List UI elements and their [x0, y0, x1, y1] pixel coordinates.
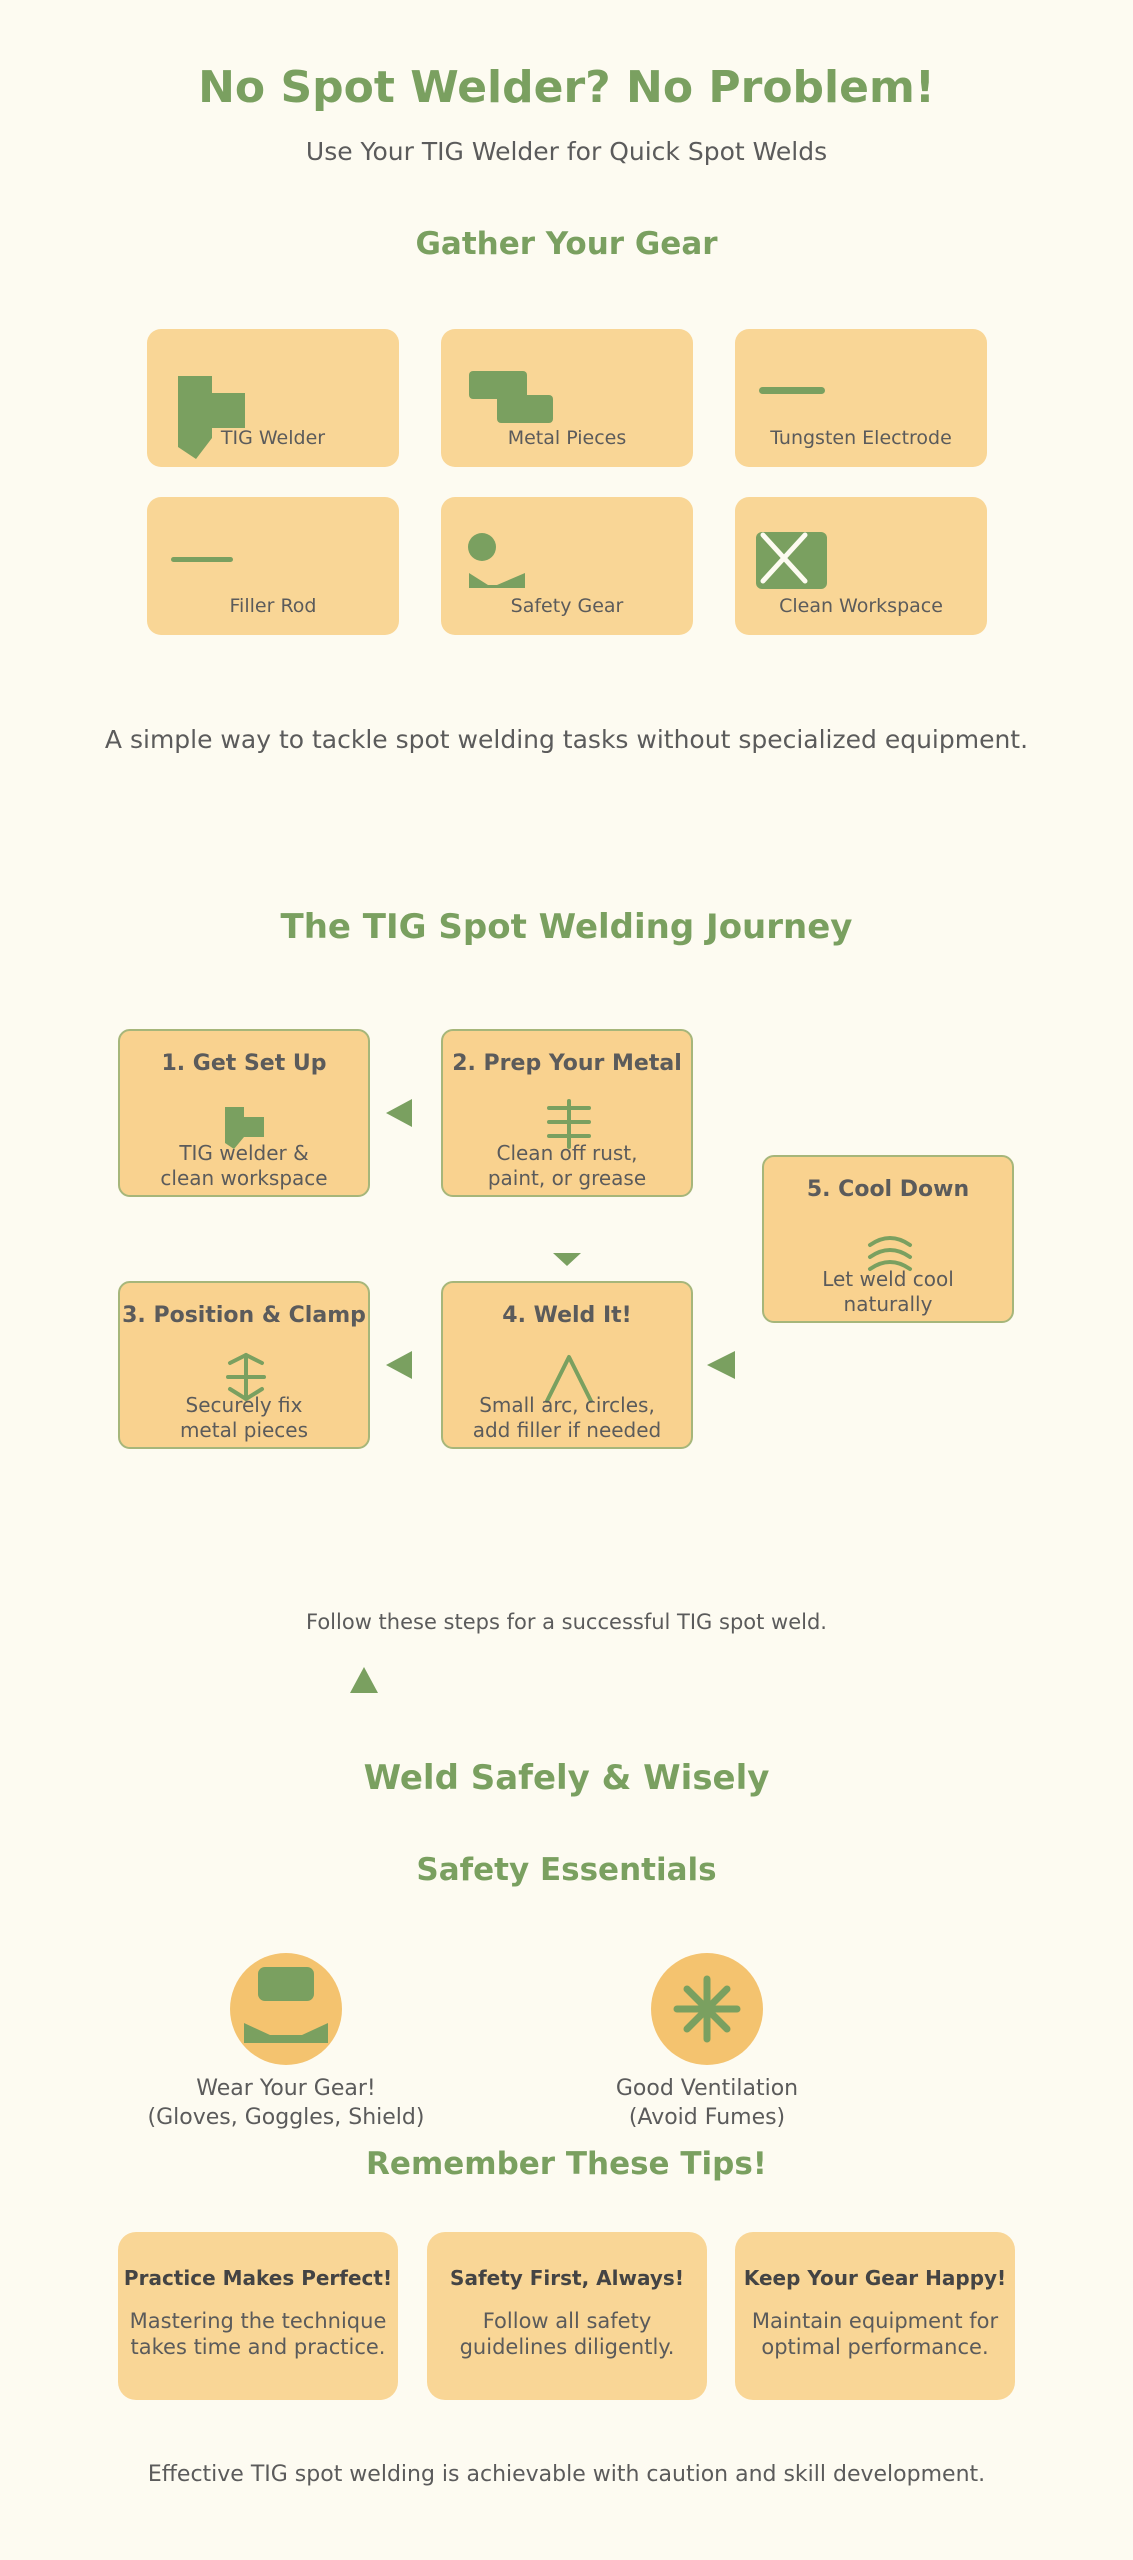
essential-label: Wear Your Gear! (Gloves, Goggles, Shield…	[147, 2076, 425, 2130]
step-title: 2. Prep Your Metal	[452, 1051, 682, 1076]
step-title: 4. Weld It!	[502, 1303, 632, 1328]
tip-description: Maintain equipment for optimal performan…	[751, 2309, 999, 2359]
gear-label: Filler Rod	[229, 595, 317, 617]
step-card-5: 5. Cool Down Let weld cool naturally	[762, 1155, 1014, 1323]
step-description: Small arc, circles, add filler if needed	[472, 1393, 662, 1442]
gear-card-clean-workspace: Clean Workspace	[735, 497, 987, 635]
arrow-left-icon	[386, 1351, 412, 1379]
journey-footer: Follow these steps for a successful TIG …	[306, 1610, 827, 1634]
journey-heading: The TIG Spot Welding Journey	[280, 907, 853, 947]
page-subtitle: Use Your TIG Welder for Quick Spot Welds	[305, 137, 828, 166]
page-title: No Spot Welder? No Problem!	[198, 62, 935, 113]
gear-summary: A simple way to tackle spot welding task…	[104, 725, 1029, 754]
gear-label: Safety Gear	[510, 595, 624, 617]
tip-title: Keep Your Gear Happy!	[743, 2266, 1007, 2290]
step-title: 3. Position & Clamp	[122, 1303, 366, 1328]
gear-card-metal-pieces: Metal Pieces	[441, 329, 693, 467]
tip-card-safety: Safety First, Always! Follow all safety …	[427, 2232, 707, 2400]
step-card-2: 2. Prep Your Metal Clean off rust, paint…	[441, 1029, 693, 1197]
tip-card-practice: Practice Makes Perfect! Mastering the te…	[118, 2232, 398, 2400]
protective-gear-icon	[244, 1967, 328, 2043]
tig-welder-icon	[225, 1107, 264, 1149]
step-card-1: 1. Get Set Up TIG welder & clean workspa…	[118, 1029, 370, 1197]
safety-heading: Weld Safely & Wisely	[363, 1758, 770, 1798]
tips-heading: Remember These Tips!	[366, 2146, 767, 2182]
gear-label: TIG Welder	[220, 427, 326, 449]
arrow-left-icon	[386, 1099, 412, 1127]
gear-card-safety-gear: Safety Gear	[441, 497, 693, 635]
arrow-up-icon	[350, 1667, 378, 1693]
step-description: TIG welder & clean workspace	[160, 1141, 328, 1190]
ventilation-icon	[673, 1975, 741, 2043]
clamp-icon	[226, 1352, 266, 1402]
tip-card-gear: Keep Your Gear Happy! Maintain equipment…	[735, 2232, 1015, 2400]
essential-circle-ventilation	[651, 1953, 763, 2065]
tig-welder-icon	[178, 376, 245, 459]
closing-text: Effective TIG spot welding is achievable…	[147, 2462, 986, 2487]
step-title: 1. Get Set Up	[161, 1051, 327, 1076]
tip-title: Safety First, Always!	[450, 2266, 684, 2290]
arrow-left-icon	[707, 1351, 735, 1379]
step-description: Clean off rust, paint, or grease	[487, 1141, 647, 1190]
step-card-4: 4. Weld It! Small arc, circles, add fill…	[441, 1281, 693, 1449]
tip-title: Practice Makes Perfect!	[123, 2266, 393, 2290]
essentials-heading: Safety Essentials	[416, 1852, 717, 1888]
heat-waves-icon	[868, 1236, 912, 1271]
step-description: Securely fix metal pieces	[179, 1393, 309, 1442]
tip-description: Follow all safety guidelines diligently.	[459, 2309, 675, 2359]
gear-heading: Gather Your Gear	[415, 226, 718, 262]
metal-pieces-icon	[469, 371, 553, 423]
gear-card-filler-rod: Filler Rod	[147, 497, 399, 635]
filler-rod-icon	[171, 557, 233, 562]
gear-card-tungsten-electrode: Tungsten Electrode	[735, 329, 987, 467]
gear-label: Tungsten Electrode	[770, 427, 952, 449]
tungsten-electrode-icon	[759, 387, 825, 394]
step-description: Let weld cool naturally	[822, 1267, 954, 1316]
step-title: 5. Cool Down	[806, 1177, 970, 1202]
wire-brush-icon	[547, 1099, 591, 1149]
essential-circle-gear	[230, 1953, 342, 2065]
flow-arrows	[350, 1099, 735, 1693]
welding-arc-icon	[545, 1355, 593, 1403]
gear-label: Metal Pieces	[507, 427, 627, 449]
clean-workspace-icon	[756, 532, 827, 589]
safety-gear-icon	[468, 533, 525, 588]
gear-label: Clean Workspace	[779, 595, 943, 617]
essential-label: Good Ventilation (Avoid Fumes)	[615, 2076, 799, 2130]
gear-card-tig-welder: TIG Welder	[147, 329, 399, 467]
arrow-down-icon	[553, 1253, 581, 1266]
step-card-3: 3. Position & Clamp Securely fix metal p…	[118, 1281, 370, 1449]
tip-description: Mastering the technique takes time and p…	[129, 2309, 387, 2359]
